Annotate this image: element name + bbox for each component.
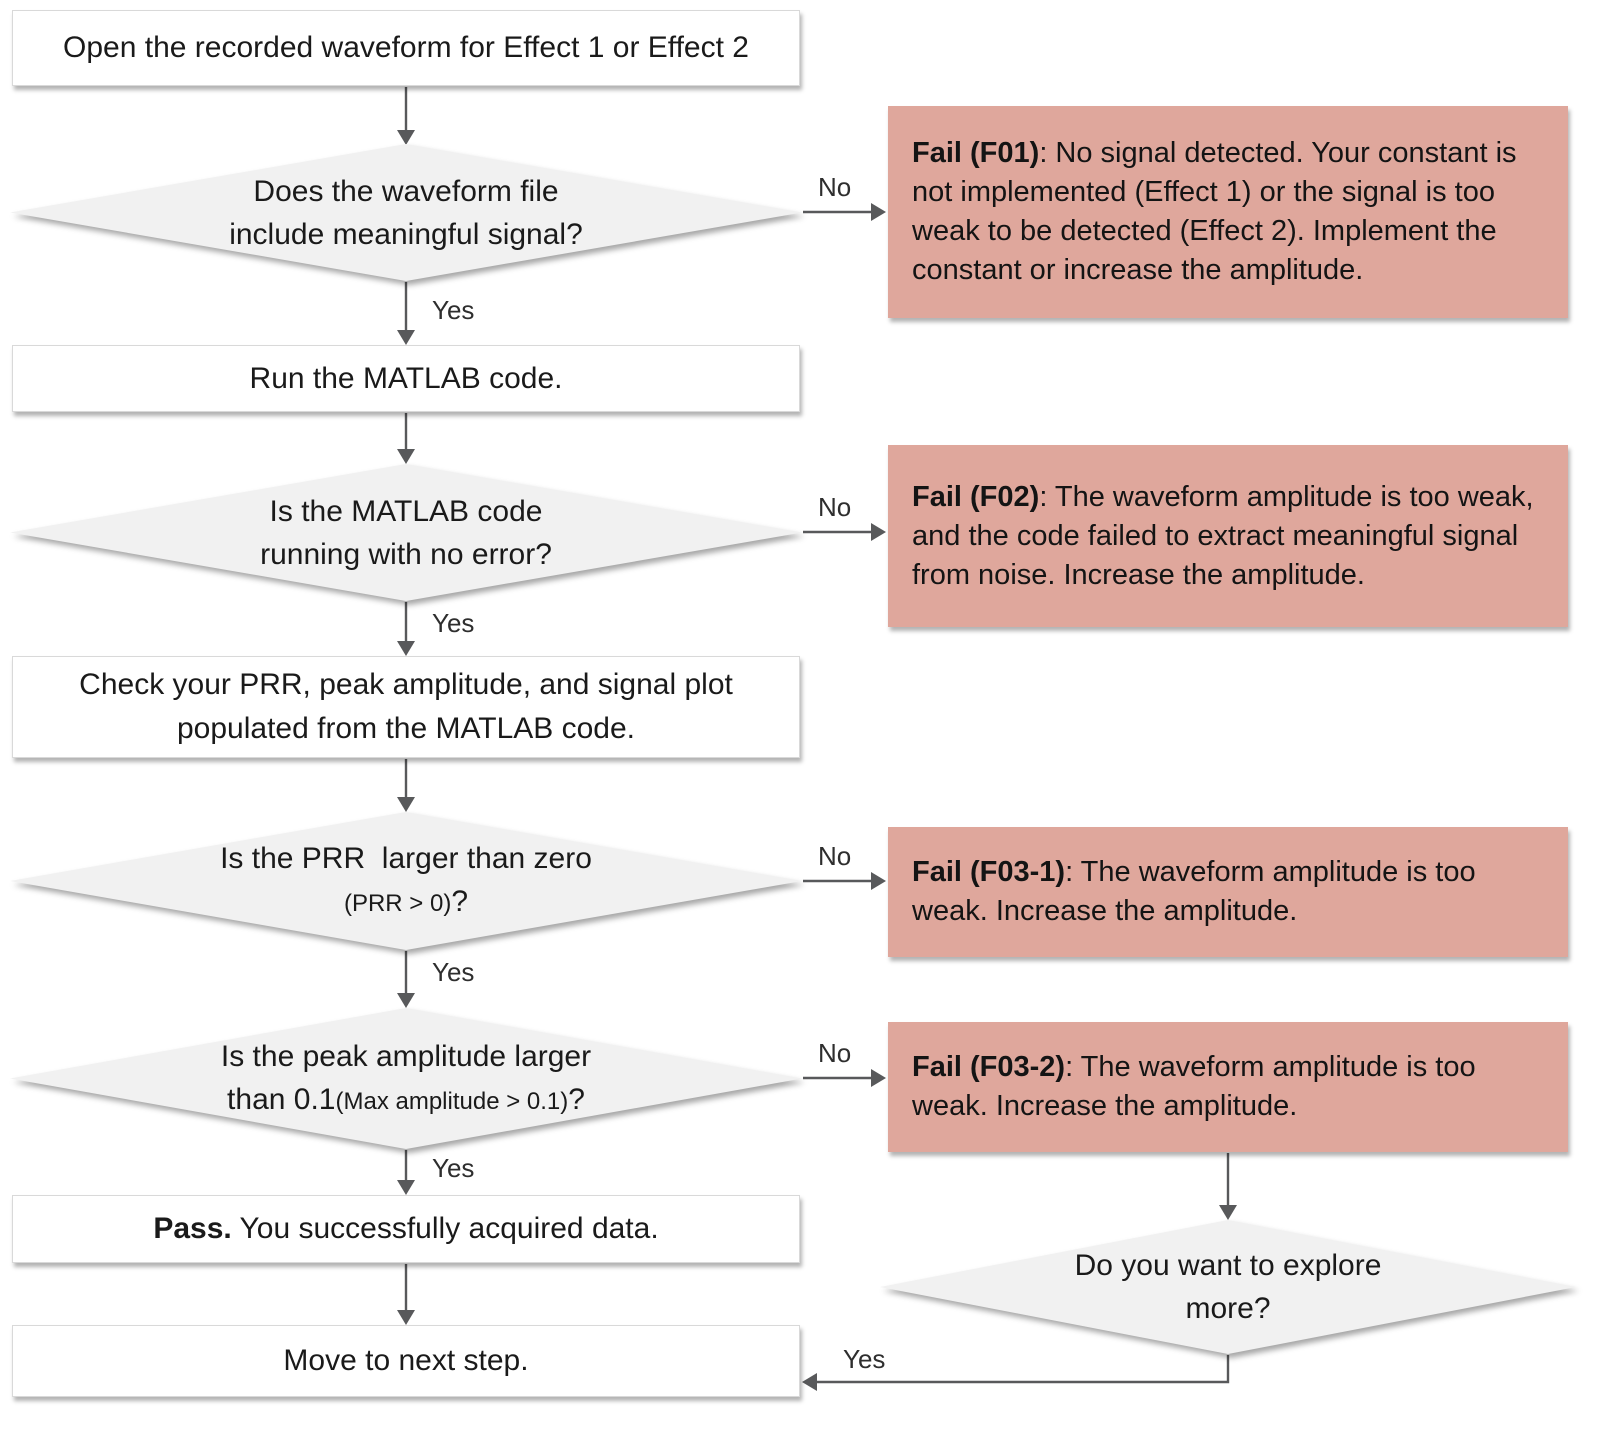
- node-q-error-line2: running with no error?: [260, 537, 552, 571]
- node-fail-f02-text: Fail (F02): The waveform amplitude is to…: [912, 478, 1544, 595]
- arrow-start-to-q-signal: [397, 87, 415, 145]
- arrow-q-signal-yes-to-run: [397, 282, 415, 345]
- node-next-step-text: Move to next step.: [283, 1344, 529, 1377]
- node-q-signal: Does the waveform file include meaningfu…: [10, 144, 802, 281]
- edge-label-yes-q-amp: Yes: [432, 1153, 475, 1183]
- node-q-explore: Do you want to explore more?: [880, 1220, 1576, 1354]
- node-fail-f03-1: Fail (F03-1): The waveform amplitude is …: [888, 827, 1568, 957]
- node-fail-f03-2: Fail (F03-2): The waveform amplitude is …: [888, 1022, 1568, 1152]
- node-next-step: Move to next step.: [12, 1325, 800, 1397]
- arrow-q-error-yes-to-check: [397, 602, 415, 656]
- node-start: Open the recorded waveform for Effect 1 …: [12, 10, 800, 86]
- edge-label-yes-q-explore: Yes: [843, 1344, 886, 1374]
- edge-label-no-q-prr: No: [818, 841, 852, 871]
- node-run-code: Run the MATLAB code.: [12, 345, 800, 412]
- node-fail-f03-1-rest: : The waveform amplitude is too weak. In…: [912, 856, 1476, 927]
- node-q-amp: Is the peak amplitude larger than 0.1(Ma…: [10, 1008, 802, 1149]
- node-q-prr-line1: Is the PRR larger than zero: [220, 842, 592, 875]
- node-q-prr-line2-small: (PRR > 0): [343, 890, 452, 917]
- node-fail-f01-text: Fail (F01): No signal detected. Your con…: [912, 134, 1544, 290]
- node-q-amp-line1: Is the peak amplitude larger: [220, 1039, 592, 1073]
- node-pass-label: Pass.: [153, 1212, 232, 1245]
- node-q-amp-line2-prefix: than 0.1: [227, 1082, 336, 1116]
- edge-label-no-q-signal: No: [818, 172, 852, 202]
- node-q-explore-shape: Do you want to explore more?: [880, 1220, 1576, 1354]
- node-run-code-text: Run the MATLAB code.: [249, 361, 563, 395]
- node-q-explore-line2: more?: [1185, 1292, 1271, 1325]
- node-fail-f02-rest: : The waveform amplitude is too weak, an…: [912, 480, 1534, 591]
- arrow-q-prr-yes-to-q-amp: [397, 951, 415, 1008]
- node-q-error-line1: Is the MATLAB code: [269, 494, 543, 528]
- edge-label-yes-q-signal: Yes: [432, 295, 475, 325]
- arrow-q-error-no-to-f02: [803, 523, 886, 541]
- node-q-amp-line2: than 0.1(Max amplitude > 0.1)?: [227, 1078, 585, 1123]
- node-check-outputs-line2: populated from the MATLAB code.: [176, 712, 636, 745]
- node-fail-f03-1-text: Fail (F03-1): The waveform amplitude is …: [912, 853, 1544, 931]
- node-start-text: Open the recorded waveform for Effect 1 …: [63, 31, 749, 64]
- node-q-amp-line2-small: (Max amplitude > 0.1): [335, 1087, 569, 1115]
- edge-label-no-q-amp: No: [818, 1038, 852, 1068]
- arrow-q-amp-yes-to-pass: [397, 1150, 415, 1195]
- arrow-q-prr-no-to-f03-1: [803, 872, 886, 890]
- arrow-f03-2-to-q-explore: [1219, 1153, 1237, 1220]
- node-q-prr: Is the PRR larger than zero (PRR > 0)?: [10, 812, 802, 950]
- edge-label-no-q-error: No: [818, 492, 852, 522]
- node-fail-f03-2-text: Fail (F03-2): The waveform amplitude is …: [912, 1048, 1544, 1126]
- node-check-outputs: Check your PRR, peak amplitude, and sign…: [12, 656, 800, 758]
- node-q-signal-line1: Does the waveform file: [253, 174, 559, 208]
- node-fail-f01: Fail (F01): No signal detected. Your con…: [888, 106, 1568, 318]
- node-fail-f01-rest: : No signal detected. Your constant is n…: [912, 137, 1517, 286]
- node-q-prr-line2: (PRR > 0)?: [344, 880, 468, 925]
- node-q-amp-shape: Is the peak amplitude larger than 0.1(Ma…: [10, 1008, 802, 1149]
- edge-label-yes-q-prr: Yes: [432, 957, 475, 987]
- node-q-prr-line2-suffix: ?: [451, 885, 469, 918]
- arrow-q-signal-no-to-f01: [803, 203, 886, 221]
- node-fail-f03-2-label: Fail (F03-2): [912, 1051, 1066, 1083]
- edge-label-yes-q-error: Yes: [432, 608, 475, 638]
- node-q-explore-line1: Do you want to explore: [1074, 1249, 1382, 1282]
- node-q-signal-shape: Does the waveform file include meaningfu…: [10, 144, 802, 281]
- node-q-error: Is the MATLAB code running with no error…: [10, 464, 802, 601]
- node-q-prr-shape: Is the PRR larger than zero (PRR > 0)?: [10, 812, 802, 950]
- arrow-run-to-q-error: [397, 413, 415, 464]
- node-check-outputs-line1: Check your PRR, peak amplitude, and sign…: [79, 668, 733, 701]
- node-q-amp-line2-suffix: ?: [568, 1082, 585, 1116]
- node-pass-text: Pass. You successfully acquired data.: [153, 1207, 658, 1251]
- arrow-q-amp-no-to-f03-2: [803, 1069, 886, 1087]
- node-q-signal-line2: include meaningful signal?: [229, 217, 583, 251]
- node-fail-f02-label: Fail (F02): [912, 480, 1040, 513]
- node-fail-f01-label: Fail (F01): [912, 137, 1040, 169]
- node-pass-rest: You successfully acquired data.: [231, 1212, 659, 1245]
- arrow-check-to-q-prr: [397, 759, 415, 812]
- node-fail-f03-1-label: Fail (F03-1): [912, 856, 1066, 888]
- arrow-pass-to-next: [397, 1264, 415, 1325]
- node-fail-f02: Fail (F02): The waveform amplitude is to…: [888, 445, 1568, 627]
- node-pass: Pass. You successfully acquired data.: [12, 1195, 800, 1263]
- node-q-error-shape: Is the MATLAB code running with no error…: [10, 464, 802, 601]
- node-fail-f03-2-rest: : The waveform amplitude is too weak. In…: [912, 1051, 1476, 1122]
